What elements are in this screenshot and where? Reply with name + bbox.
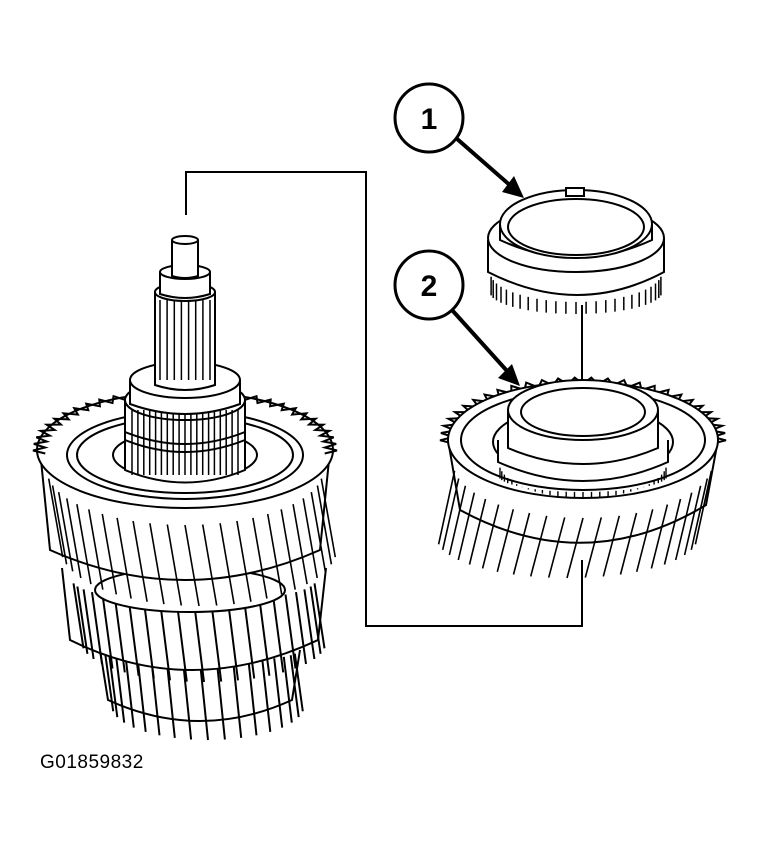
figure-id: G01859832 [40,752,144,773]
gear-with-cone [437,376,727,579]
lower-gear-teeth [104,653,304,741]
lower-gear [99,649,304,741]
callout-2: 2 [393,249,520,386]
assembly-leader-line [185,171,583,627]
callout-1: 1 [393,82,524,198]
hub-splines [131,410,239,475]
callout-2-number: 2 [421,270,438,303]
middle-gear-teeth [72,583,326,683]
callout-2-arrow [450,308,510,374]
gear-helix-right [437,470,713,579]
callout-1-arrow [454,136,514,189]
callout-1-number: 1 [421,103,438,136]
callout-2-arrowhead [498,364,520,386]
callout-2-circle [393,249,465,321]
synchronizer-ring [487,187,665,314]
shaft-splines [159,300,211,380]
callout-1-circle [393,82,465,154]
input-shaft [154,235,216,391]
large-gear-helix-lines [47,478,337,607]
cone-teeth [499,467,667,498]
gear-cluster-shaft [32,235,338,741]
ring-teeth [490,276,662,314]
callout-1-arrowhead [502,176,524,198]
